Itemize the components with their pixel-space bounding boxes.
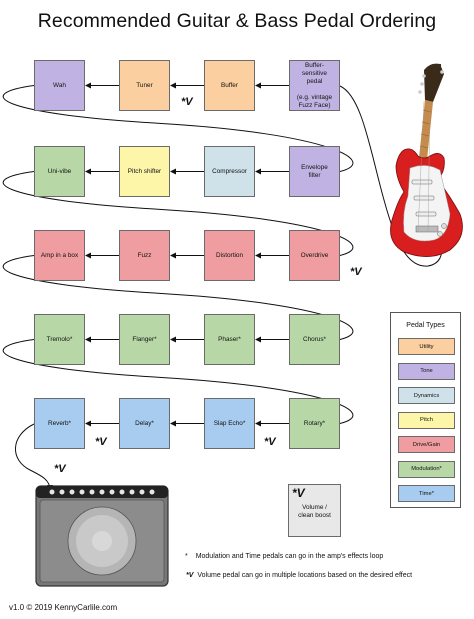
footer-copyright: v1.0 © 2019 KennyCarlile.com bbox=[9, 603, 118, 612]
legend-item-utility: Utility bbox=[398, 338, 455, 355]
legend-item-drive-gain: Drive/Gain bbox=[398, 436, 455, 453]
pedal-flanger: Flanger* bbox=[119, 314, 170, 365]
footnote-text: Volume pedal can go in multiple location… bbox=[197, 572, 413, 579]
volume-box-label: Volume / clean boost bbox=[298, 504, 331, 519]
volume-location-mark: *V bbox=[181, 96, 193, 108]
pedal-uni-vibe: Uni-vibe bbox=[34, 146, 85, 197]
footnote-marker: *V bbox=[186, 572, 194, 579]
volume-location-mark: *V bbox=[54, 463, 66, 475]
amp-cable bbox=[15, 423, 53, 491]
pedal-amp-in-a-box: Amp in a box bbox=[34, 230, 85, 281]
pedal-slap-echo: Slap Echo* bbox=[204, 398, 255, 449]
pedal-buffer: Buffer bbox=[204, 60, 255, 111]
volume-location-mark: *V bbox=[350, 266, 362, 278]
pedal-tremolo: Tremolo* bbox=[34, 314, 85, 365]
legend-item-dynamics: Dynamics bbox=[398, 387, 455, 404]
footnote-marker: * bbox=[185, 553, 188, 560]
pedal-fuzz: Fuzz bbox=[119, 230, 170, 281]
pedal-compressor: Compressor bbox=[204, 146, 255, 197]
signal-cable bbox=[2, 339, 354, 424]
legend-item-tone: Tone bbox=[398, 362, 455, 380]
pedal-distortion: Distortion bbox=[204, 230, 255, 281]
pedal-phaser: Phaser* bbox=[204, 314, 255, 365]
signal-cable bbox=[2, 85, 354, 172]
pedal-wah: Wah bbox=[34, 60, 85, 111]
pedal-overdrive: Overdrive bbox=[289, 230, 340, 281]
legend-title: Pedal Types bbox=[406, 322, 445, 329]
legend-item-modulation: Modulation* bbox=[398, 460, 455, 478]
pedal-pitch-shifter: Pitch shifter bbox=[119, 146, 170, 197]
signal-cable bbox=[2, 171, 354, 256]
pedal-envelope: Envelope filter bbox=[289, 146, 340, 197]
legend-item-pitch: Pitch bbox=[398, 411, 455, 429]
volume-location-mark: *V bbox=[95, 436, 107, 448]
page-title: Recommended Guitar & Bass Pedal Ordering bbox=[37, 10, 437, 32]
footnote-volume: *V Volume pedal can go in multiple locat… bbox=[186, 572, 412, 579]
footnote-text: Modulation and Time pedals can go in the… bbox=[195, 553, 384, 560]
volume-clean-boost-box: *V Volume / clean boost bbox=[288, 484, 341, 537]
pedal-tuner: Tuner bbox=[119, 60, 170, 111]
signal-cable bbox=[2, 255, 354, 340]
pedal-rotary: Rotary* bbox=[289, 398, 340, 449]
pedal-chorus: Chorus* bbox=[289, 314, 340, 365]
footnote-effects-loop: * Modulation and Time pedals can go in t… bbox=[185, 553, 383, 560]
pedal-buffer: Buffer- sensitive pedal (e.g. vintage Fu… bbox=[289, 60, 340, 111]
volume-box-mark: *V bbox=[292, 486, 305, 500]
volume-location-mark: *V bbox=[264, 436, 276, 448]
pedal-reverb: Reverb* bbox=[34, 398, 85, 449]
pedal-delay: Delay* bbox=[119, 398, 170, 449]
legend-item-time: Time* bbox=[398, 485, 455, 502]
